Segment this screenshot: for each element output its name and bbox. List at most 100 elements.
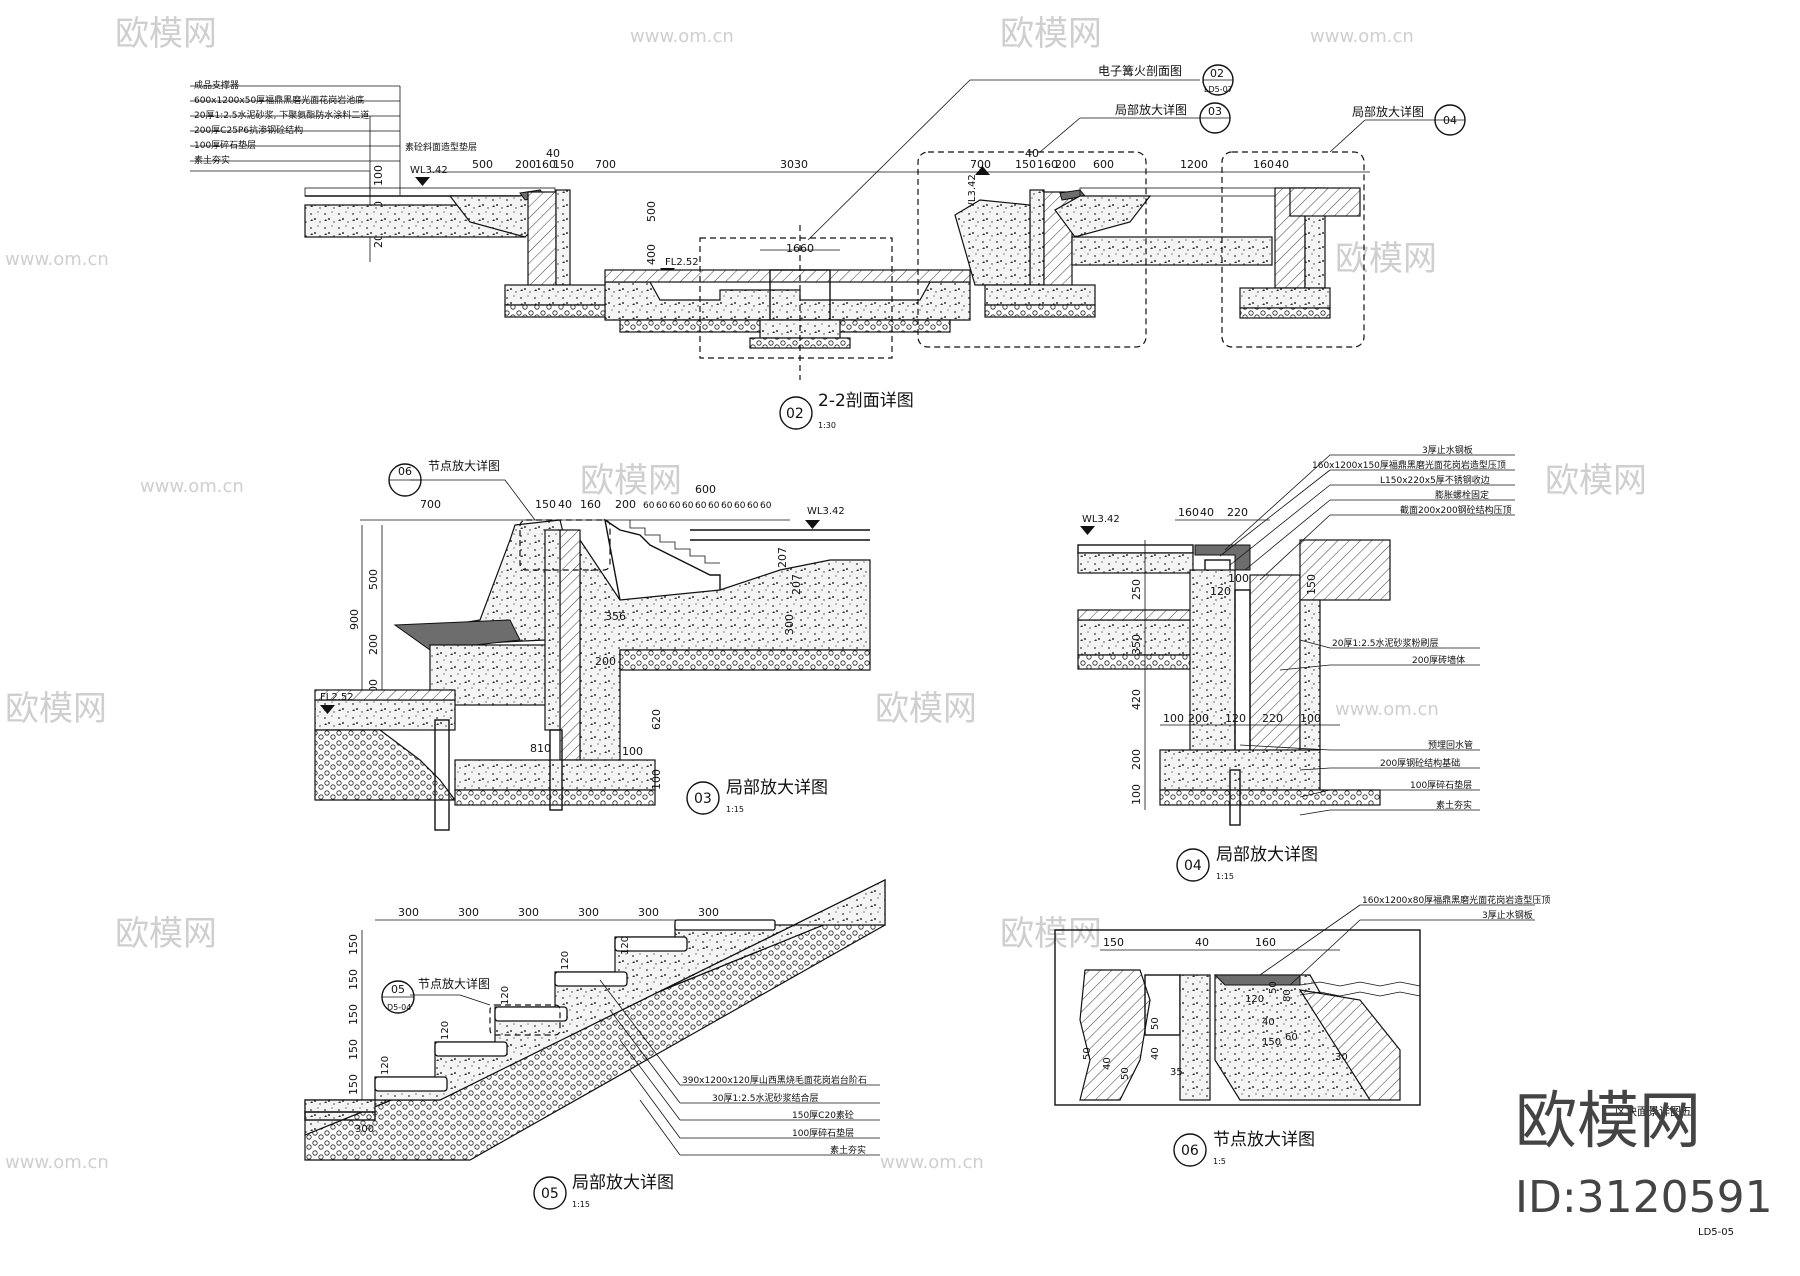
watermark-id: ID:3120591: [1515, 1172, 1773, 1223]
step-dim: 60: [747, 501, 759, 511]
step-dim: 60: [682, 501, 694, 511]
note: 160x1200x150厚福鼎黑磨光面花岗岩造型压顶: [1312, 459, 1506, 471]
dim: 220: [1262, 712, 1283, 725]
dim: 1200: [1180, 158, 1208, 171]
step-dim: 60: [669, 501, 681, 511]
layer-note: 20厚1:2.5水泥砂浆, 下聚氨酯防水涂料二道: [194, 109, 369, 121]
detail-03-scale: 1:15: [726, 805, 744, 814]
dim: 200: [1055, 158, 1076, 171]
detail-03-number: 03: [694, 791, 712, 807]
dim: 120: [1210, 585, 1231, 598]
dim: 160: [580, 498, 601, 511]
note: 150厚C20素砼: [792, 1109, 854, 1121]
step-dim: 60: [695, 501, 707, 511]
section-02-scale: 1:30: [818, 421, 836, 430]
dim: 100: [1300, 712, 1321, 725]
ref-05-sheet: D5-04: [387, 1003, 411, 1012]
fl-label: FL2.52: [665, 257, 699, 268]
layer-note: 成品支撑器: [194, 79, 239, 91]
detail-04-title: 局部放大详图: [1216, 845, 1318, 865]
dim: 300: [638, 906, 659, 919]
riser-dim: 120: [500, 986, 511, 1005]
layer-note: 素土夯实: [194, 154, 230, 166]
dim: 100: [1130, 784, 1143, 805]
dim: 40: [1275, 158, 1289, 171]
note: 100厚碎石垫层: [792, 1127, 854, 1139]
dim: 3030: [780, 158, 808, 171]
dim: 50: [1082, 1047, 1093, 1060]
dim: 50: [1268, 981, 1279, 994]
dim: 40: [1025, 147, 1039, 160]
note: 20厚1:2.5水泥砂浆粉刷层: [1332, 637, 1439, 649]
dim: 150: [1015, 158, 1036, 171]
ref-03-label: 局部放大详图: [1115, 102, 1187, 117]
note: 素土夯实: [1436, 799, 1472, 811]
dim: 40: [1200, 506, 1214, 519]
dim: 700: [595, 158, 616, 171]
riser-dim: 120: [440, 1021, 451, 1040]
wl-label: WL3.42: [967, 174, 978, 212]
detail-03-title: 局部放大详图: [726, 778, 828, 798]
dim: 50: [1150, 1017, 1161, 1030]
step-dim: 60: [656, 501, 668, 511]
watermark-brand: 欧模网: [1000, 14, 1102, 54]
section-02: 成品支撑器 600x1200x50厚福鼎黑磨光面花岗岩池底 20厚1:2.5水泥…: [190, 63, 1466, 430]
detail-06-scale: 1:5: [1213, 1157, 1226, 1166]
detail-05-notes: 390x1200x120厚山西黑烧毛面花岗岩台阶石 30厚1:2.5水泥砂浆结合…: [599, 979, 880, 1156]
detail-04-notes-bottom: 预埋回水管 200厚钢砼结构基础 100厚碎石垫层 素土夯实: [1239, 739, 1480, 816]
dim: 220: [1227, 506, 1248, 519]
ref-05-label: 节点放大详图: [418, 976, 490, 991]
dim: 300: [398, 906, 419, 919]
note: L150x220x5厚不锈钢收边: [1380, 474, 1490, 486]
slope-note: 素砼斜面造型垫层: [405, 141, 477, 153]
wl-label: WL3.42: [1082, 514, 1120, 525]
dim: 700: [970, 158, 991, 171]
detail-05-number: 05: [541, 1186, 559, 1202]
detail-04-notes-top: 3厚止水钢板 160x1200x150厚福鼎黑磨光面花岗岩造型压顶 L150x2…: [1219, 444, 1515, 581]
dim: 160: [1037, 158, 1058, 171]
riser-dim: 120: [560, 951, 571, 970]
note: 100厚碎石垫层: [1410, 779, 1472, 791]
watermark-brand: 欧模网: [1000, 914, 1102, 954]
ref-05-num: 05: [391, 983, 405, 996]
ref-03-num: 03: [1208, 105, 1222, 118]
dim: 350: [1130, 634, 1143, 655]
dim: 100: [650, 769, 663, 790]
watermark-site: www.om.cn: [630, 26, 734, 47]
dim: 150: [347, 1004, 360, 1025]
detail-04-number: 04: [1184, 858, 1202, 874]
section-02-number: 02: [786, 406, 804, 422]
watermark-big-brand: 欧模网: [1515, 1084, 1701, 1157]
ref-06-label: 节点放大详图: [428, 458, 500, 473]
watermark-site: www.om.cn: [5, 249, 109, 270]
watermark-site: www.om.cn: [5, 1152, 109, 1173]
watermark-brand: 欧模网: [580, 461, 682, 501]
ref-04-label: 局部放大详图: [1352, 104, 1424, 119]
note: 截面200x200钢砼结构压顶: [1400, 504, 1512, 516]
dim: 160: [1178, 506, 1199, 519]
watermark-brand: 欧模网: [115, 14, 217, 54]
note: 30厚1:2.5水泥砂浆结合层: [712, 1092, 819, 1104]
dim: 600: [695, 483, 716, 496]
note: 膨胀螺栓固定: [1435, 489, 1489, 501]
detail-06: 150 40 160 50 40 50 50 40 35 120 50 80 4…: [1054, 894, 1550, 1167]
step-dim: 60: [734, 501, 746, 511]
watermark-brand: 欧模网: [115, 914, 217, 954]
dim: 150: [1305, 574, 1318, 595]
dim: 35: [1170, 1067, 1183, 1078]
dim: 207: [790, 574, 803, 595]
layer-note: 200厚C25P6抗渗钢砼结构: [194, 124, 303, 136]
dim: 400: [645, 244, 658, 265]
dim: 810: [530, 742, 551, 755]
dim: 160: [1253, 158, 1274, 171]
dim: 900: [348, 609, 361, 630]
dim: 160: [1255, 936, 1276, 949]
detail-06-title: 节点放大详图: [1213, 1130, 1315, 1150]
ref-fire-sheet: LD5-07: [1204, 85, 1233, 94]
dim: 300: [783, 614, 796, 635]
dim: 150: [347, 934, 360, 955]
detail-05: 300 300 300 300 300 300 150 150 150 150 …: [304, 879, 886, 1210]
dim: 300: [355, 1124, 374, 1135]
watermark-brand: 欧模网: [1335, 239, 1437, 279]
